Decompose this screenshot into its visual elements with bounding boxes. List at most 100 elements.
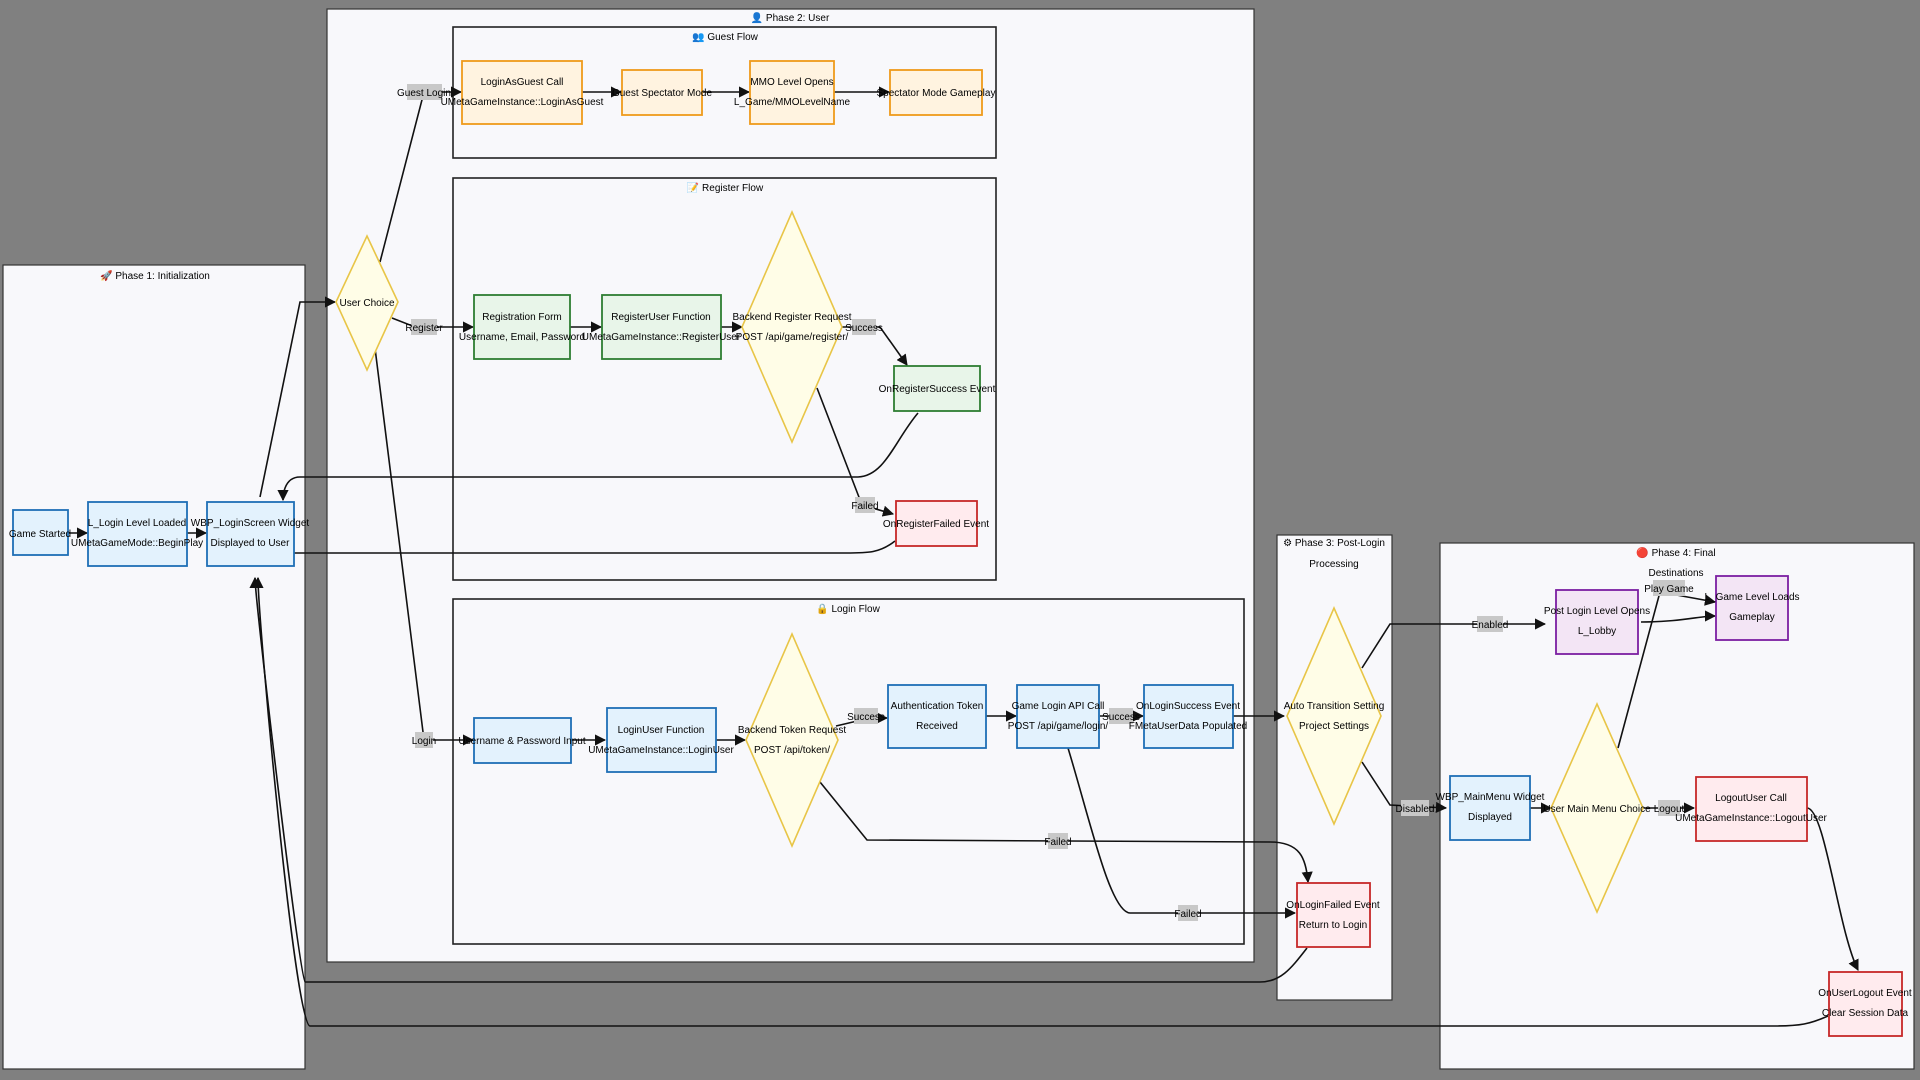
edge-label-api-success: Success — [1102, 712, 1140, 723]
node-register-user-function[interactable]: RegisterUser Function UMetaGameInstance:… — [582, 294, 741, 360]
svg-text:Received: Received — [916, 721, 958, 732]
svg-text:RegisterUser Function: RegisterUser Function — [611, 312, 710, 323]
node-registration-form[interactable]: Registration Form Username, Email, Passw… — [459, 294, 585, 360]
svg-text:MMO Level Opens: MMO Level Opens — [750, 77, 833, 88]
node-user-main-menu-choice[interactable]: User Main Menu Choice — [1543, 702, 1651, 914]
svg-text:Spectator Mode Gameplay: Spectator Mode Gameplay — [877, 88, 996, 99]
svg-text:👤 Phase 2: User: 👤 Phase 2: User — [751, 11, 830, 24]
svg-text:FMetaUserData Populated: FMetaUserData Populated — [1129, 721, 1247, 732]
node-login-screen-widget[interactable]: WBP_LoginScreen Widget Displayed to User — [191, 501, 310, 567]
svg-text:Backend Token Request: Backend Token Request — [738, 725, 846, 736]
node-auto-transition-setting[interactable]: Auto Transition Setting Project Settings — [1284, 605, 1385, 827]
phase-1-title: Phase 1: Initialization — [115, 271, 210, 282]
node-game-started[interactable]: Game Started — [9, 509, 71, 556]
svg-text:Gameplay: Gameplay — [1729, 612, 1775, 623]
svg-text:UMetaGameInstance::LoginAsGues: UMetaGameInstance::LoginAsGuest — [441, 97, 604, 108]
svg-text:Game Started: Game Started — [9, 529, 71, 540]
node-post-login-level-opens[interactable]: Post Login Level Opens L_Lobby — [1544, 589, 1650, 655]
phase-3-title-line-1: Phase 3: Post-Login — [1295, 538, 1385, 549]
svg-text:Backend Register Request: Backend Register Request — [733, 312, 852, 323]
svg-text:Displayed: Displayed — [1468, 812, 1512, 823]
login-flow-title: Login Flow — [831, 604, 880, 615]
svg-text:L_Lobby: L_Lobby — [1578, 626, 1616, 637]
svg-text:POST /api/game/register/: POST /api/game/register/ — [736, 332, 849, 343]
node-guest-spectator-mode[interactable]: Guest Spectator Mode — [612, 69, 712, 116]
edge-label-play-game: Play Game — [1644, 584, 1694, 595]
edge-label-register: Register — [405, 323, 443, 334]
svg-text:LoginAsGuest Call: LoginAsGuest Call — [481, 77, 564, 88]
phase-4-title-line-2: Destinations — [1648, 568, 1703, 579]
edge-api-failed — [1067, 747, 1297, 919]
edge-label-enabled: Enabled — [1472, 620, 1509, 631]
gear-icon: ⚙ — [1283, 538, 1292, 549]
node-game-login-api-call[interactable]: Game Login API Call POST /api/game/login… — [1008, 684, 1109, 749]
svg-text:L_Game/MMOLevelName: L_Game/MMOLevelName — [734, 97, 851, 108]
node-register-success-event[interactable]: OnRegisterSuccess Event — [879, 365, 996, 412]
svg-text:OnRegisterSuccess Event: OnRegisterSuccess Event — [879, 384, 996, 395]
svg-text:OnRegisterFailed Event: OnRegisterFailed Event — [883, 519, 989, 530]
lock-icon: 🔒 — [816, 603, 828, 615]
node-register-failed-event[interactable]: OnRegisterFailed Event — [883, 500, 989, 547]
people-icon: 👥 — [692, 32, 704, 43]
red-circle-icon: 🔴 — [1636, 546, 1648, 559]
svg-text:OnUserLogout Event: OnUserLogout Event — [1818, 988, 1912, 999]
edge-logout-to-widget — [252, 576, 1829, 1027]
svg-text:UMetaGameInstance::LogoutUser: UMetaGameInstance::LogoutUser — [1675, 813, 1827, 824]
svg-text:Username & Password Input: Username & Password Input — [458, 736, 586, 747]
svg-text:L_Game Level Loads: L_Game Level Loads — [1704, 592, 1799, 603]
edge-label-reg-success: Success — [845, 323, 883, 334]
edge-label-api-failed: Failed — [1174, 909, 1201, 920]
node-login-success-event[interactable]: OnLoginSuccess Event FMetaUserData Popul… — [1129, 684, 1247, 749]
svg-text:🚀 Phase 1: Initializati: 🚀 Phase 1: Initialization — [100, 269, 210, 282]
svg-text:LogoutUser Call: LogoutUser Call — [1715, 793, 1787, 804]
svg-text:🔴 Phase 4: Final: 🔴 Phase 4: Final — [1636, 546, 1715, 559]
svg-text:⚙ Phase 3: Post-Login: ⚙ Phase 3: Post-Login — [1283, 538, 1385, 549]
node-authentication-token-received[interactable]: Authentication Token Received — [887, 684, 987, 749]
svg-text:Displayed to User: Displayed to User — [211, 538, 291, 549]
svg-text:UMetaGameInstance::RegisterUse: UMetaGameInstance::RegisterUser — [582, 332, 741, 343]
svg-text:L_Login Level Loaded: L_Login Level Loaded — [88, 518, 186, 529]
node-backend-register-request[interactable]: Backend Register Request POST /api/game/… — [733, 209, 852, 445]
svg-text:UMetaGameMode::BeginPlay: UMetaGameMode::BeginPlay — [71, 538, 203, 549]
node-login-failed-event[interactable]: OnLoginFailed Event Return to Login — [1286, 882, 1380, 948]
svg-text:🔒 Login Flow: 🔒 Login Flow — [816, 603, 880, 615]
svg-text:Project Settings: Project Settings — [1299, 721, 1369, 732]
node-spectator-mode-gameplay[interactable]: Spectator Mode Gameplay — [877, 69, 996, 116]
login-flow-cluster: 🔒 Login Flow — [452, 598, 1245, 945]
edge-logoutcall-to-event — [1806, 807, 1859, 972]
edge-token-failed — [819, 781, 1313, 884]
svg-text:WBP_MainMenu Widget: WBP_MainMenu Widget — [1436, 792, 1545, 803]
edge-label-token-success: Success — [847, 712, 885, 723]
node-login-as-guest-call[interactable]: LoginAsGuest Call UMetaGameInstance::Log… — [441, 60, 604, 125]
svg-text:Authentication Token: Authentication Token — [891, 701, 984, 712]
node-logout-user-call[interactable]: LogoutUser Call UMetaGameInstance::Logou… — [1675, 776, 1828, 842]
node-user-choice[interactable]: User Choice — [335, 234, 399, 372]
svg-text:POST /api/game/login/: POST /api/game/login/ — [1008, 721, 1109, 732]
svg-text:Return to Login: Return to Login — [1299, 920, 1367, 931]
edge-label-login: Login — [412, 736, 436, 747]
edge-loginfailed-to-widget — [249, 576, 1308, 983]
svg-text:OnLoginFailed Event: OnLoginFailed Event — [1286, 900, 1380, 911]
edge-label-logout: Logout — [1654, 804, 1685, 815]
svg-text:Clear Session Data: Clear Session Data — [1822, 1008, 1909, 1019]
node-game-level-loads[interactable]: L_Game Level Loads Gameplay — [1704, 575, 1800, 641]
edge-label-token-failed: Failed — [1044, 837, 1071, 848]
svg-text:Username, Email, Password: Username, Email, Password — [459, 332, 585, 343]
node-main-menu-widget[interactable]: WBP_MainMenu Widget Displayed — [1436, 775, 1545, 841]
node-mmo-level-opens[interactable]: MMO Level Opens L_Game/MMOLevelName — [734, 60, 851, 125]
node-backend-token-request[interactable]: Backend Token Request POST /api/token/ — [738, 631, 846, 849]
phase-1-cluster: 🚀 Phase 1: Initialization — [2, 264, 306, 1070]
rocket-icon: 🚀 — [100, 269, 113, 282]
node-username-password-input[interactable]: Username & Password Input — [458, 717, 586, 764]
node-login-level-loaded[interactable]: L_Login Level Loaded UMetaGameMode::Begi… — [71, 501, 203, 567]
register-flow-title: Register Flow — [702, 183, 764, 194]
edge-regsuccess-to-widget — [277, 412, 919, 502]
svg-text:POST /api/token/: POST /api/token/ — [754, 745, 830, 756]
node-login-user-function[interactable]: LoginUser Function UMetaGameInstance::Lo… — [588, 707, 734, 773]
svg-text:User Choice: User Choice — [339, 298, 394, 309]
edge-label-guest-login: Guest Login — [397, 88, 451, 99]
node-user-logout-event[interactable]: OnUserLogout Event Clear Session Data — [1818, 971, 1912, 1037]
svg-text:User Main Menu Choice: User Main Menu Choice — [1543, 804, 1651, 815]
svg-text:LoginUser Function: LoginUser Function — [618, 725, 705, 736]
